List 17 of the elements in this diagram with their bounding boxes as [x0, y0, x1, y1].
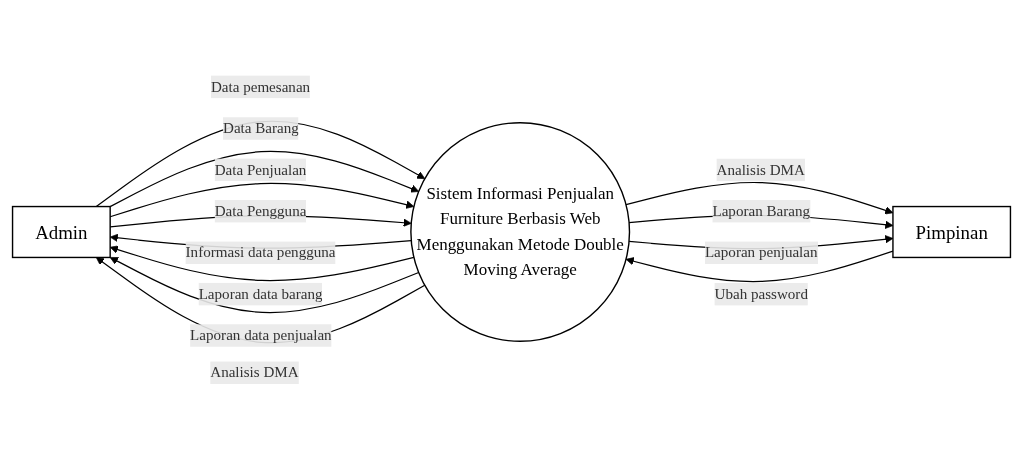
edge-label: Laporan penjualan — [704, 243, 818, 260]
edge-label: Informasi data pengguna — [185, 243, 336, 260]
edge-label: Analisis DMA — [210, 363, 299, 380]
edge-label: Data Pengguna — [214, 202, 307, 219]
node-circle: Sistem Informasi Penjualan Furniture Berbasis Web Menggunakan Metode Double Moving Average — [410, 121, 631, 342]
arrow — [109, 150, 420, 207]
edge-label: Laporan data penjualan — [190, 326, 332, 343]
arrow — [109, 256, 420, 313]
edge-label: Data Barang — [222, 119, 299, 136]
node-box: Admin — [11, 205, 111, 258]
edge-label: Analisis DMA — [716, 161, 805, 178]
edge-label: Data Penjualan — [214, 161, 307, 178]
node-box: Pimpinan — [892, 205, 1012, 258]
edge-label: Laporan data barang — [198, 285, 323, 302]
edge-label: Data pemesanan — [210, 78, 311, 95]
edge-label: Laporan Barang — [712, 202, 811, 219]
edge-label: Ubah password — [714, 285, 808, 302]
